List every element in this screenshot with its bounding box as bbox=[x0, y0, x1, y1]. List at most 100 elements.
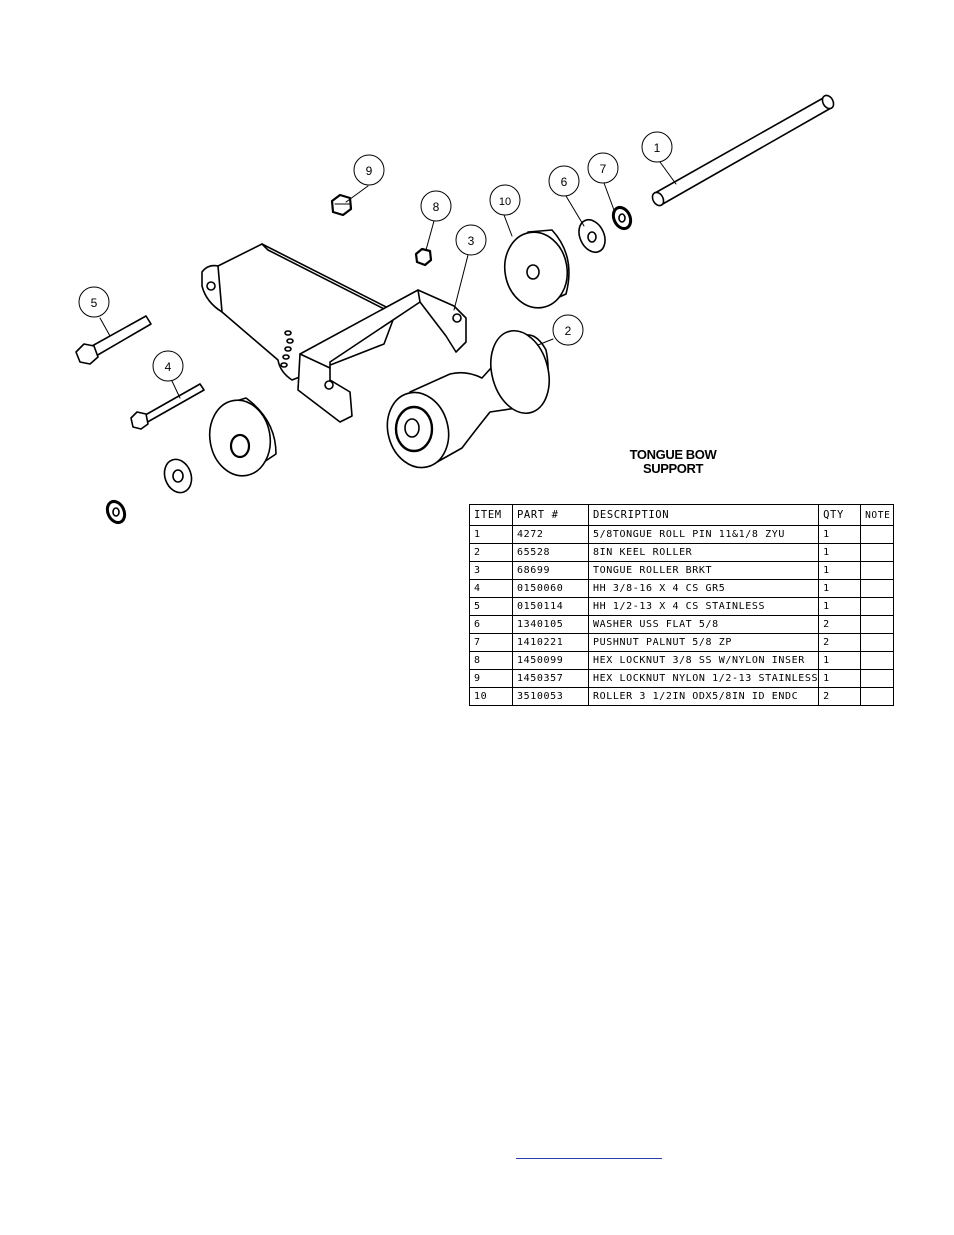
cell-description: TONGUE ROLLER BRKT bbox=[587, 561, 820, 580]
bill-of-materials-table: ITEM PART # DESCRIPTION QTY NOTE 1 4272 … bbox=[469, 504, 895, 706]
cell-part: 0150114 bbox=[512, 597, 589, 616]
balloon-1-label: 1 bbox=[654, 141, 661, 155]
header-qty: QTY bbox=[818, 504, 862, 526]
leader-lines bbox=[99, 161, 677, 399]
cell-item: 1 bbox=[469, 525, 513, 544]
balloon-10: 10 bbox=[489, 184, 521, 216]
balloon-2: 2 bbox=[552, 314, 584, 346]
cell-note bbox=[860, 525, 895, 544]
cell-note bbox=[860, 615, 895, 634]
balloon-9: 9 bbox=[353, 154, 385, 186]
cell-note bbox=[860, 633, 895, 652]
cell-note bbox=[860, 543, 895, 562]
balloon-7-label: 7 bbox=[600, 162, 607, 176]
assembly-title-line1: TONGUE BOW bbox=[629, 447, 717, 462]
balloon-4: 4 bbox=[152, 350, 184, 382]
locknut-9-part bbox=[330, 193, 353, 217]
cell-part: 3510053 bbox=[512, 687, 589, 706]
table-row: 5 0150114 HH 1/2-13 X 4 CS STAINLESS 1 bbox=[469, 597, 895, 616]
cell-description: HH 3/8-16 X 4 CS GR5 bbox=[587, 579, 820, 598]
cell-description: 5/8TONGUE ROLL PIN 11&1/8 ZYU bbox=[587, 525, 820, 544]
cell-item: 9 bbox=[469, 669, 513, 688]
cell-part: 1450099 bbox=[512, 651, 589, 670]
header-note: NOTE bbox=[860, 504, 895, 526]
roller-upper-part bbox=[503, 229, 570, 309]
header-part: PART # bbox=[512, 504, 589, 526]
cell-item: 7 bbox=[469, 633, 513, 652]
cell-item: 3 bbox=[469, 561, 513, 580]
cell-description: WASHER USS FLAT 5/8 bbox=[587, 615, 820, 634]
cell-qty: 1 bbox=[818, 561, 862, 580]
table-row: 3 68699 TONGUE ROLLER BRKT 1 bbox=[469, 561, 895, 580]
cell-qty: 1 bbox=[818, 651, 862, 670]
balloon-4-label: 4 bbox=[165, 360, 172, 374]
cell-note bbox=[860, 579, 895, 598]
bracket-part bbox=[201, 243, 467, 423]
cell-item: 4 bbox=[469, 579, 513, 598]
cell-description: PUSHNUT PALNUT 5/8 ZP bbox=[587, 633, 820, 652]
bolt-5-part bbox=[75, 315, 152, 365]
balloon-8-label: 8 bbox=[433, 200, 440, 214]
table-row: 8 1450099 HEX LOCKNUT 3/8 SS W/NYLON INS… bbox=[469, 651, 895, 670]
cell-part: 0150060 bbox=[512, 579, 589, 598]
cell-description: ROLLER 3 1/2IN ODX5/8IN ID ENDC bbox=[587, 687, 820, 706]
roll-pin-part bbox=[651, 94, 835, 207]
balloon-5: 5 bbox=[78, 286, 110, 318]
balloon-1: 1 bbox=[641, 131, 673, 163]
cell-part: 65528 bbox=[512, 543, 589, 562]
balloon-3-label: 3 bbox=[468, 234, 475, 248]
balloon-8: 8 bbox=[420, 190, 452, 222]
cell-part: 1450357 bbox=[512, 669, 589, 688]
header-item: ITEM bbox=[469, 504, 513, 526]
exploded-view-drawing: 1 2 3 4 5 6 7 8 9 10 bbox=[75, 94, 835, 525]
cell-note bbox=[860, 651, 895, 670]
cell-item: 5 bbox=[469, 597, 513, 616]
cell-part: 4272 bbox=[512, 525, 589, 544]
cell-note bbox=[860, 687, 895, 706]
cell-note bbox=[860, 597, 895, 616]
roller-lower-part bbox=[208, 397, 277, 477]
cell-description: HEX LOCKNUT 3/8 SS W/NYLON INSER bbox=[587, 651, 820, 670]
table-row: 7 1410221 PUSHNUT PALNUT 5/8 ZP 2 bbox=[469, 633, 895, 652]
table-row: 10 3510053 ROLLER 3 1/2IN ODX5/8IN ID EN… bbox=[469, 687, 895, 706]
cell-item: 8 bbox=[469, 651, 513, 670]
washer-part bbox=[578, 218, 606, 254]
cell-qty: 2 bbox=[818, 615, 862, 634]
assembly-title: TONGUE BOW SUPPORT bbox=[598, 448, 748, 476]
cell-part: 1410221 bbox=[512, 633, 589, 652]
locknut-8-part bbox=[414, 247, 433, 267]
pushnut-lower-part bbox=[105, 499, 127, 525]
balloon-2-label: 2 bbox=[565, 324, 572, 338]
balloon-6: 6 bbox=[548, 165, 580, 197]
balloon-6-label: 6 bbox=[561, 175, 568, 189]
assembly-title-line2: SUPPORT bbox=[642, 461, 704, 476]
cell-qty: 1 bbox=[818, 597, 862, 616]
table-row: 9 1450357 HEX LOCKNUT NYLON 1/2-13 STAIN… bbox=[469, 669, 895, 688]
cell-description: 8IN KEEL ROLLER bbox=[587, 543, 820, 562]
table-row: 2 65528 8IN KEEL ROLLER 1 bbox=[469, 543, 895, 562]
washer-lower-part bbox=[163, 458, 193, 494]
balloon-9-label: 9 bbox=[366, 164, 373, 178]
balloon-3: 3 bbox=[455, 224, 487, 256]
cell-note bbox=[860, 561, 895, 580]
cell-part: 68699 bbox=[512, 561, 589, 580]
cell-description: HH 1/2-13 X 4 CS STAINLESS bbox=[587, 597, 820, 616]
table-row: 4 0150060 HH 3/8-16 X 4 CS GR5 1 bbox=[469, 579, 895, 598]
pushnut-part bbox=[611, 205, 633, 231]
cell-qty: 1 bbox=[818, 543, 862, 562]
cell-item: 2 bbox=[469, 543, 513, 562]
table-row: 1 4272 5/8TONGUE ROLL PIN 11&1/8 ZYU 1 bbox=[469, 525, 895, 544]
footer-link-underline[interactable] bbox=[516, 1158, 662, 1159]
cell-note bbox=[860, 669, 895, 688]
cell-item: 6 bbox=[469, 615, 513, 634]
header-description: DESCRIPTION bbox=[587, 504, 820, 526]
cell-qty: 2 bbox=[818, 687, 862, 706]
bolt-4-part bbox=[130, 383, 205, 430]
cell-description: HEX LOCKNUT NYLON 1/2-13 STAINLESS bbox=[587, 669, 820, 688]
cell-qty: 2 bbox=[818, 633, 862, 652]
balloon-10-label: 10 bbox=[499, 196, 511, 208]
cell-qty: 1 bbox=[818, 579, 862, 598]
cell-item: 10 bbox=[469, 687, 513, 706]
cell-part: 1340105 bbox=[512, 615, 589, 634]
balloon-7: 7 bbox=[587, 152, 619, 184]
